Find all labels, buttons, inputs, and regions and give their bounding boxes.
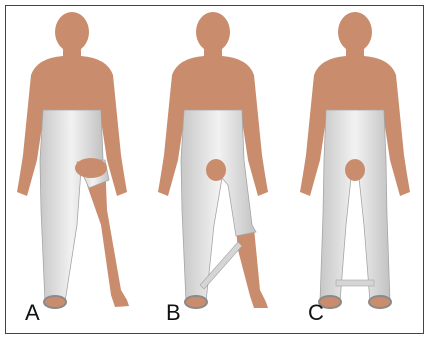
cast-body xyxy=(40,110,103,302)
figure-b-illustration xyxy=(144,10,282,330)
panel-b: B xyxy=(144,10,282,330)
bare-lower-leg xyxy=(236,228,268,308)
foot-opening xyxy=(185,296,207,308)
panel-label: A xyxy=(25,300,40,326)
perineal-opening xyxy=(345,159,365,181)
panel-label: C xyxy=(308,300,324,326)
panel-c: C xyxy=(286,10,424,330)
perineal-opening xyxy=(75,158,107,178)
right-foot-opening xyxy=(369,296,391,308)
panel-label: B xyxy=(166,300,181,326)
panel-a: A xyxy=(3,10,141,330)
foot-opening xyxy=(44,296,66,308)
figure-a-illustration xyxy=(3,10,141,330)
stabilizer-bar xyxy=(336,280,374,286)
figure-c-illustration xyxy=(286,10,424,330)
perineal-opening xyxy=(206,159,226,181)
cast-body xyxy=(320,110,390,302)
